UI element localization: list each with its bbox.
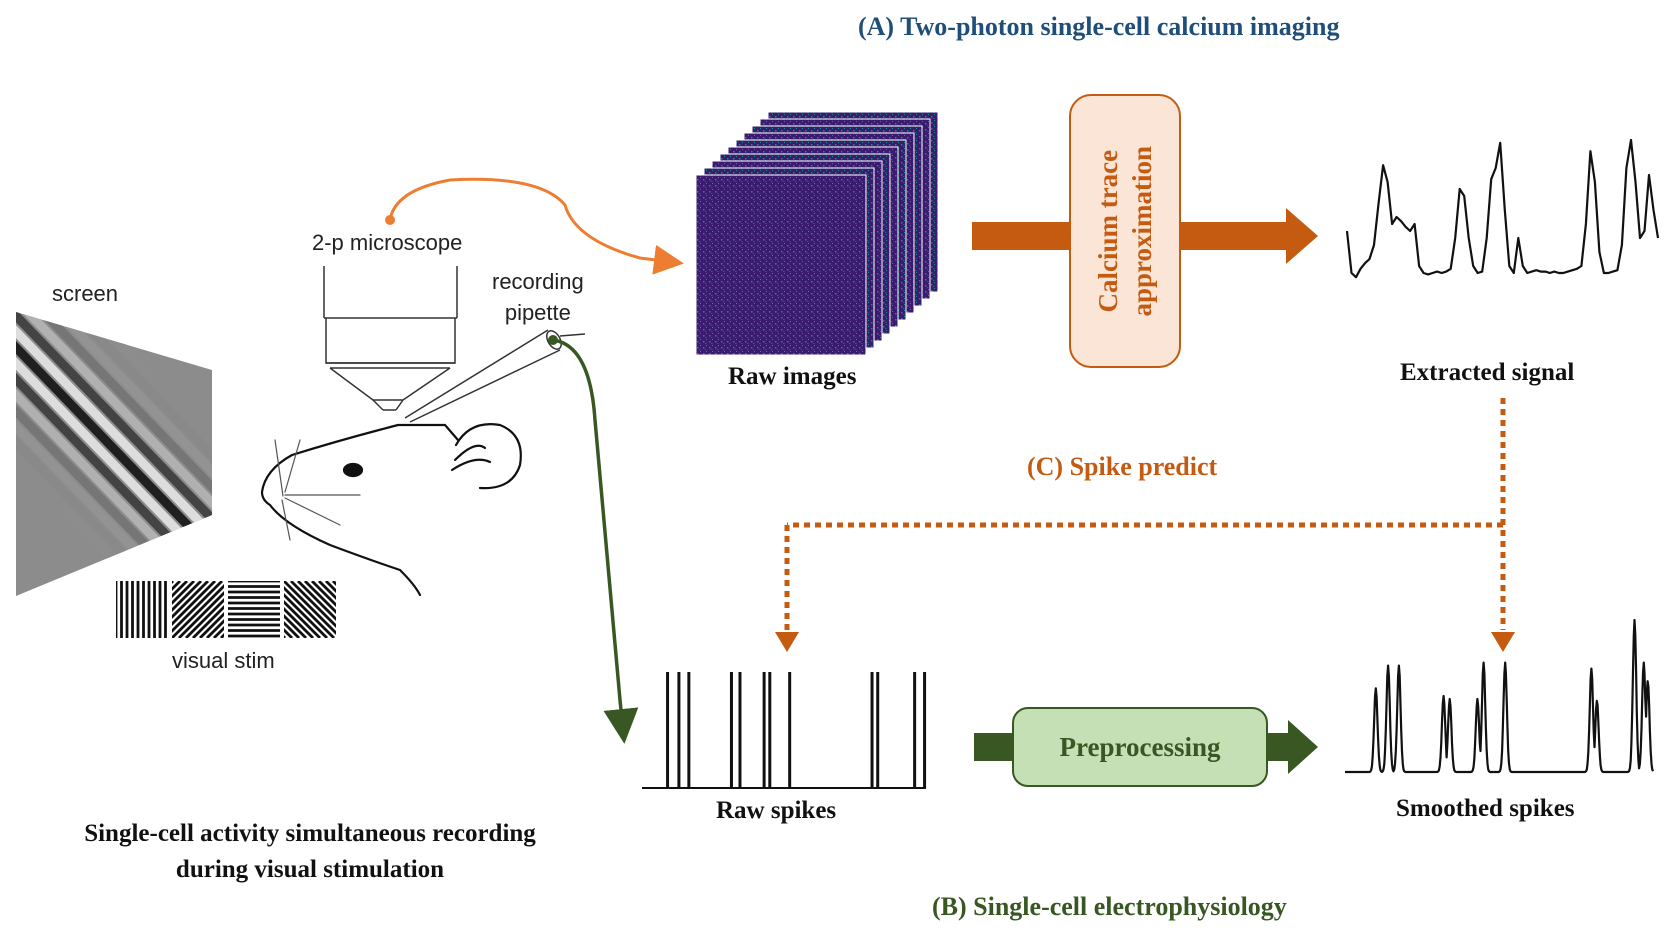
- preprocessing-box[interactable]: Preprocessing: [1012, 707, 1268, 787]
- raw-spikes-label: Raw spikes: [716, 797, 837, 824]
- preprocessing-label: Preprocessing: [1059, 731, 1221, 762]
- raw-spikes-target-arrowhead: [775, 632, 799, 652]
- grating-d1: [172, 581, 224, 638]
- gabor-stripe: [16, 312, 212, 596]
- imaging-connector-curve: [388, 177, 684, 275]
- setup-caption-line2: during visual stimulation: [175, 856, 445, 883]
- gabor-stripe: [16, 312, 212, 596]
- gabor-stripe: [16, 312, 212, 596]
- gabor-stripe: [16, 312, 212, 596]
- calcium-box-line1: Calcium trace: [1093, 149, 1123, 313]
- pipette-label-line2: pipette: [504, 300, 571, 325]
- gabor-stripe: [16, 312, 212, 596]
- calcium-box-line2: approximation: [1127, 145, 1157, 317]
- recording-pipette: [404, 329, 586, 423]
- smoothed-spikes-chart: [1344, 618, 1655, 774]
- gabor-stripe: [16, 312, 212, 596]
- calcium-pipeline-arrow: [972, 208, 1318, 264]
- raw-images-label: Raw images: [728, 363, 857, 390]
- screen-label: screen: [52, 281, 119, 306]
- setup-caption: Single-cell activity simultaneous record…: [30, 816, 590, 888]
- microscope-connector-dot: [385, 215, 395, 225]
- gabor-stripe: [16, 312, 212, 596]
- screen-gabor: [16, 312, 212, 596]
- gabor-stripe: [16, 312, 212, 596]
- section-b-title: (B) Single-cell electrophysiology: [932, 892, 1287, 921]
- extracted-signal-label: Extracted signal: [1400, 359, 1575, 386]
- setup-caption-line1: Single-cell activity simultaneous record…: [84, 820, 536, 847]
- grating-h: [228, 581, 280, 638]
- section-c-title: (C) Spike predict: [1027, 452, 1218, 481]
- microscope-objective: [323, 266, 458, 411]
- smoothed-spikes-target-arrowhead: [1491, 632, 1515, 652]
- ephys-connector-curve: [552, 338, 639, 744]
- gabor-stripe: [16, 312, 212, 596]
- raw-spikes-chart: [642, 672, 927, 789]
- gabor-stripe: [16, 312, 212, 596]
- grating-v: [116, 581, 167, 638]
- pipette-label-line1: recording: [492, 269, 584, 294]
- microscope-label: 2-p microscope: [312, 230, 463, 255]
- pipette-label: recording pipette: [492, 266, 584, 328]
- smoothed-spikes-line: [1344, 618, 1655, 774]
- mouse-head-sketch: [260, 423, 522, 597]
- gabor-stripe: [16, 312, 212, 596]
- visual-stim-label: visual stim: [172, 648, 275, 673]
- preprocessing-pipeline-arrow: [974, 720, 1318, 774]
- image-frame: [695, 174, 867, 356]
- grating-d2: [284, 581, 336, 638]
- visual-stim-gratings: [116, 581, 336, 638]
- gabor-stripe: [16, 312, 212, 596]
- pipette-connector-dot: [548, 335, 558, 345]
- gabor-stripe: [16, 312, 212, 596]
- extracted-signal-line: [1345, 138, 1660, 279]
- smoothed-spikes-label: Smoothed spikes: [1396, 795, 1575, 822]
- gabor-stripe: [16, 312, 212, 596]
- raw-image-stack: [695, 111, 939, 356]
- calcium-trace-approximation-box[interactable]: Calcium trace approximation: [1069, 94, 1181, 368]
- spike-predict-connector: [784, 398, 1506, 630]
- gabor-stripe: [16, 312, 212, 596]
- extracted-signal-chart: [1345, 138, 1660, 279]
- section-a-title: (A) Two-photon single-cell calcium imagi…: [858, 12, 1340, 41]
